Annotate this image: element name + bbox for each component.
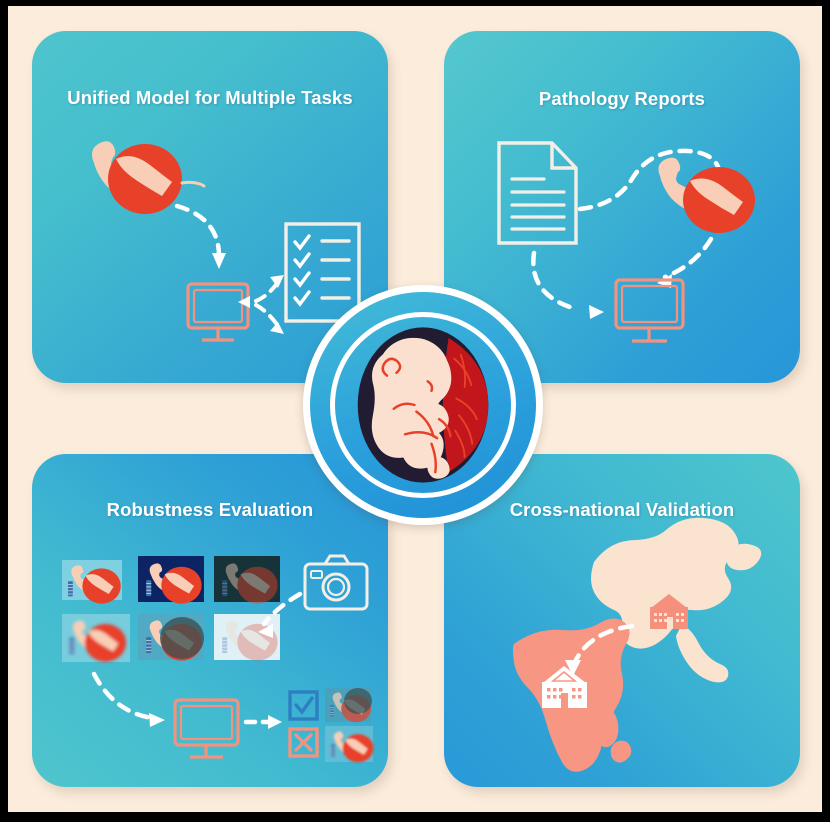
figure-frame: Unified Model for Multiple Tasks — [8, 6, 822, 812]
dashed-arrow-icon — [91, 671, 165, 727]
augmentation-thumbnail — [214, 614, 280, 662]
panel-title-unified-model: Unified Model for Multiple Tasks — [67, 87, 353, 108]
fetus-in-womb-illustration — [357, 327, 489, 483]
monitor-icon — [186, 282, 250, 342]
panel-title-robustness-evaluation: Robustness Evaluation — [106, 499, 314, 520]
center-ring — [310, 292, 536, 518]
panel-unified-model[interactable]: Unified Model for Multiple Tasks — [32, 31, 388, 383]
panel-title-pathology-reports: Pathology Reports — [538, 88, 706, 109]
arrow-head-icon — [238, 296, 250, 308]
pathology-reports-diagram — [497, 141, 755, 343]
camera-icon — [303, 554, 369, 611]
dashed-arrow-icon — [531, 250, 604, 319]
region-north-america — [591, 517, 762, 683]
monitor-icon — [614, 278, 685, 343]
placenta-icon — [92, 141, 206, 214]
monitor-icon — [173, 698, 240, 759]
world-map-diagram — [513, 517, 762, 772]
arrow-head-icon — [270, 275, 284, 288]
panel-cross-national-validation[interactable]: Cross-national Validation — [444, 454, 800, 787]
unified-model-diagram — [92, 141, 361, 342]
augmentation-thumbnail — [214, 556, 280, 605]
arrow-head-icon — [270, 322, 284, 334]
center-ring-inner — [330, 312, 516, 498]
checkbox-crossed-icon — [288, 727, 319, 758]
dashed-arrow-icon — [565, 623, 635, 676]
dashed-arrow-icon — [243, 715, 282, 729]
placenta-icon — [658, 157, 755, 233]
robustness-evaluation-diagram — [62, 554, 374, 763]
dashed-arrow-icon — [174, 203, 226, 269]
document-icon — [497, 141, 578, 245]
augmentation-thumbnail — [62, 614, 130, 663]
panel-robustness-evaluation[interactable]: Robustness Evaluation — [32, 454, 388, 787]
hospital-icon — [542, 666, 587, 708]
result-thumbnail — [325, 688, 372, 723]
checkbox-checked-icon — [288, 690, 319, 721]
augmentation-thumbnail — [138, 614, 204, 662]
dashed-arrow-icon — [258, 591, 303, 638]
result-thumbnail — [325, 726, 374, 763]
hospital-icon — [650, 594, 688, 629]
center-medallion — [303, 285, 543, 525]
checklist-icon — [284, 222, 361, 323]
dashed-arrow-icon — [254, 277, 282, 331]
augmentation-thumbnail — [138, 556, 204, 605]
augmentation-thumbnail — [62, 560, 122, 604]
panel-title-cross-national-validation: Cross-national Validation — [509, 499, 735, 520]
